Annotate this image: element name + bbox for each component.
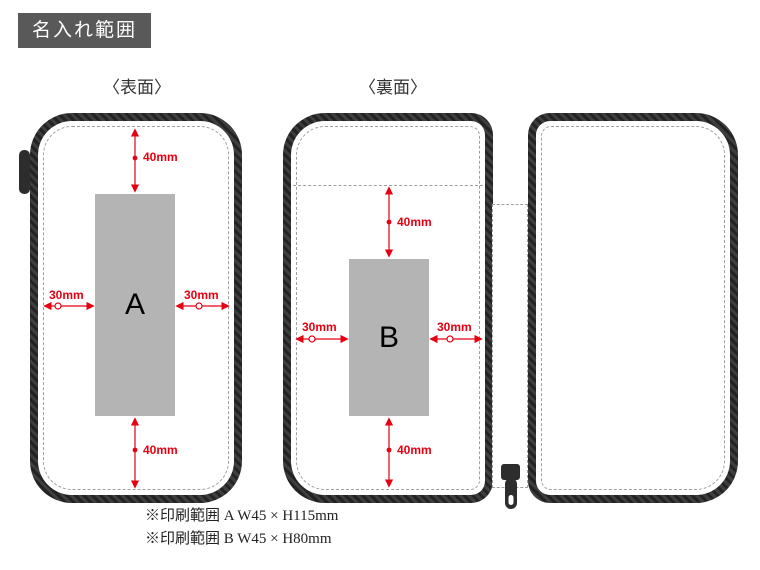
front-zipper-pull-icon xyxy=(19,150,30,194)
back-dim-right-label: 30mm xyxy=(437,320,472,334)
back-case-right-panel xyxy=(528,113,738,503)
pocket-seam-line xyxy=(293,185,483,186)
back-left-stitch-line xyxy=(296,126,480,490)
zipper-pull-icon xyxy=(505,478,517,509)
front-side-title: 〈表面〉 xyxy=(103,78,171,97)
front-dim-bottom-label: 40mm xyxy=(143,443,178,457)
note-line-b: ※印刷範囲 B W45 × H80mm xyxy=(145,530,332,547)
back-side-title: 〈裏面〉 xyxy=(359,78,427,97)
zipper-pull-hole xyxy=(508,495,514,506)
back-dim-top-label: 40mm xyxy=(397,215,432,229)
front-dim-left-label: 30mm xyxy=(49,288,84,302)
front-dim-top-label: 40mm xyxy=(143,150,178,164)
print-area-b-label: B xyxy=(378,320,399,354)
title-badge: 名入れ範囲 xyxy=(18,13,152,48)
print-area-b: B xyxy=(349,259,429,416)
print-area-a-label: A xyxy=(124,288,145,321)
front-dim-right-label: 30mm xyxy=(184,288,219,302)
print-range-notes: ※印刷範囲 A W45 × H115mm ※印刷範囲 B W45 × H80mm xyxy=(145,505,338,550)
back-dim-left-label: 30mm xyxy=(302,320,337,334)
print-area-a: A xyxy=(95,194,175,416)
back-dim-bottom-label: 40mm xyxy=(397,443,432,457)
back-right-panel-inner xyxy=(536,121,730,495)
zipper-slider-icon xyxy=(501,464,520,480)
zipper-spine xyxy=(492,204,528,488)
note-line-a: ※印刷範囲 A W45 × H115mm xyxy=(145,508,339,524)
back-right-stitch-line xyxy=(541,126,725,490)
